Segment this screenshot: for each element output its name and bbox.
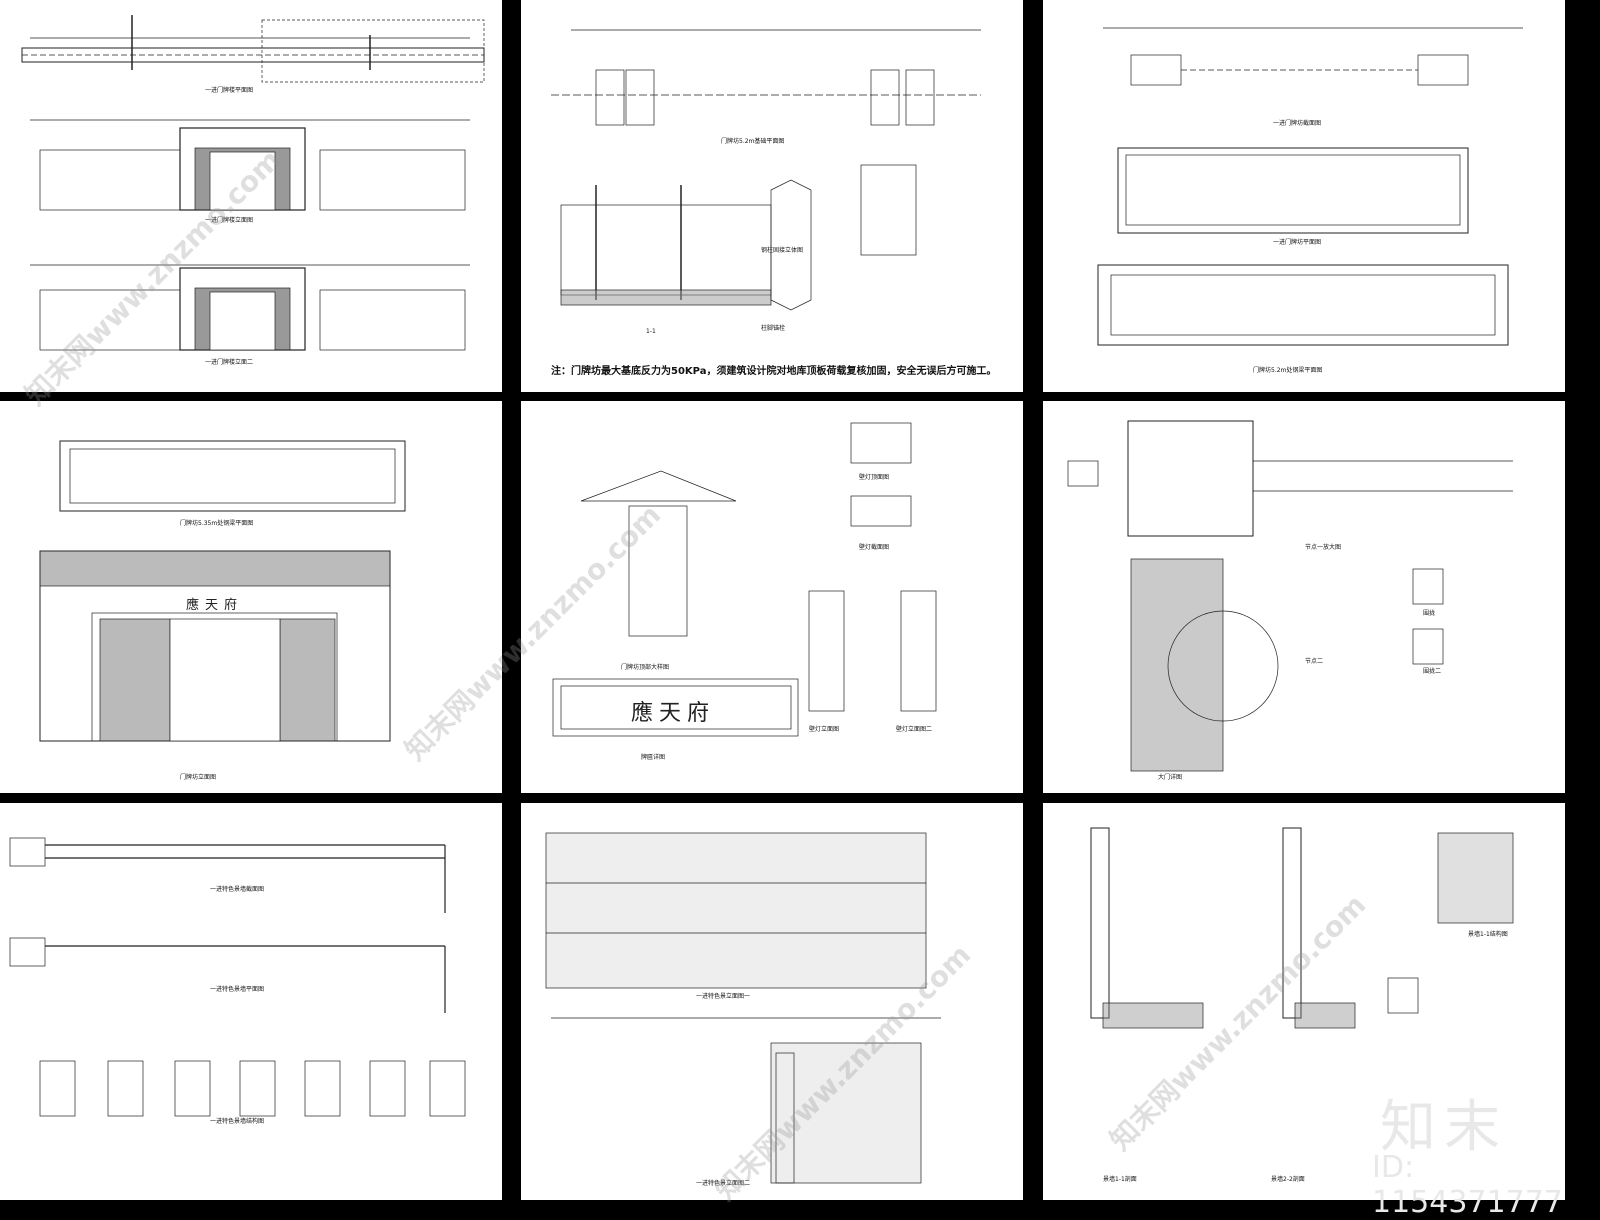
drawing-sheet-9: 景墙1-1剖面 景墙2-2剖面 景墙1-1结构图 (1090, 827, 1514, 1183)
sheet-5: 门牌坊顶部大样图 牌匾详图 壁灯顶面图 壁灯截面图 壁灯立面图 壁灯立面图二 應… (521, 401, 1023, 793)
caption-s7-3: 一进特色景墙结构图 (210, 1117, 264, 1125)
caption-s5-3: 壁灯顶面图 (859, 473, 889, 481)
caption-s3-1: 一进门牌坊截面图 (1273, 119, 1321, 127)
sheet-3: 一进门牌坊截面图 一进门牌坊平面图 门牌坊5.2m处钢梁平面图 (1043, 0, 1565, 392)
caption-s3-3: 门牌坊5.2m处钢梁平面图 (1253, 366, 1322, 374)
caption-s5-1: 门牌坊顶部大样图 (621, 663, 669, 671)
caption-s2-3: 1-1 (646, 328, 656, 335)
drawing-sheet-7: 一进特色景墙截面图 一进特色景墙平面图 一进特色景墙结构图 (9, 837, 466, 1125)
sheet-7: 一进特色景墙截面图 一进特色景墙平面图 一进特色景墙结构图 (0, 803, 502, 1200)
caption-s2-2: 钢柱固接立体图 (761, 246, 803, 254)
brand-logo: 知末 (1380, 1095, 1508, 1160)
sheet-6: 节点一放大图 大门详图 节点二 围拢 围拢二 (1043, 401, 1565, 793)
caption-s8-1: 一进特色景立面图一 (696, 992, 750, 1000)
caption-s4-2: 门牌坊立面图 (180, 773, 216, 781)
drawing-sheet-6: 节点一放大图 大门详图 节点二 围拢 围拢二 (1067, 420, 1513, 781)
foundation-note: 注：门牌坊最大基底反力为50KPa，须建筑设计院对地库顶板荷载复核加固，安全无误… (551, 366, 997, 377)
caption-s5-4: 壁灯截面图 (859, 543, 889, 551)
plaque-text-s5: 應天府 (631, 701, 716, 726)
caption-s6-2: 大门详图 (1158, 773, 1182, 781)
drawing-sheet-2: 门牌坊5.2m基础平面图 钢柱固接立体图 1-1 柱脚锚栓 (551, 29, 981, 335)
drawing-sheet-3: 一进门牌坊截面图 一进门牌坊平面图 门牌坊5.2m处钢梁平面图 (1097, 27, 1523, 374)
caption-s6-5: 围拢二 (1423, 667, 1441, 675)
caption-s9-3: 景墙1-1结构图 (1468, 930, 1508, 938)
caption-s5-5: 壁灯立面图 (809, 725, 839, 733)
caption-s1-2: 一进门牌楼立面图 (205, 216, 253, 224)
caption-s7-2: 一进特色景墙平面图 (210, 985, 264, 993)
caption-s6-1: 节点一放大图 (1305, 543, 1341, 551)
drawing-sheet-8: 一进特色景立面图一 一进特色景立面图二 (545, 832, 941, 1187)
caption-s8-2: 一进特色景立面图二 (696, 1179, 750, 1187)
sheet-1: 一进门牌楼平面图 一进门牌楼立面图 一进门牌楼立面二 (0, 0, 502, 392)
sheet-9: 景墙1-1剖面 景墙2-2剖面 景墙1-1结构图 (1043, 803, 1565, 1200)
caption-s1-1: 一进门牌楼平面图 (205, 86, 253, 94)
sheet-2: 门牌坊5.2m基础平面图 钢柱固接立体图 1-1 柱脚锚栓 注：门牌坊最大基底反… (521, 0, 1023, 392)
drawing-sheet-4: 门牌坊5.35m处钢梁平面图 门牌坊立面图 (39, 440, 406, 781)
caption-s3-2: 一进门牌坊平面图 (1273, 238, 1321, 246)
caption-s6-4: 围拢 (1423, 609, 1435, 617)
drawing-sheet-1: 一进门牌楼平面图 一进门牌楼立面图 一进门牌楼立面二 (21, 15, 485, 366)
caption-s9-2: 景墙2-2剖面 (1271, 1175, 1305, 1183)
caption-s5-6: 壁灯立面图二 (896, 725, 932, 733)
caption-s2-4: 柱脚锚栓 (761, 324, 785, 332)
caption-s4-1: 门牌坊5.35m处钢梁平面图 (180, 519, 253, 527)
sheet-8: 一进特色景立面图一 一进特色景立面图二 (521, 803, 1023, 1200)
caption-s9-1: 景墙1-1剖面 (1103, 1175, 1137, 1183)
caption-s1-3: 一进门牌楼立面二 (205, 358, 253, 366)
plaque-text-s4: 應天府 (186, 598, 244, 613)
id-label: ID: 1154371777 (1372, 1150, 1563, 1220)
drawing-sheet-5: 门牌坊顶部大样图 牌匾详图 壁灯顶面图 壁灯截面图 壁灯立面图 壁灯立面图二 (552, 422, 937, 761)
caption-s7-1: 一进特色景墙截面图 (210, 885, 264, 893)
caption-s5-2: 牌匾详图 (641, 753, 665, 761)
caption-s2-1: 门牌坊5.2m基础平面图 (721, 137, 784, 145)
sheet-4: 门牌坊5.35m处钢梁平面图 门牌坊立面图 應天府 (0, 401, 502, 793)
caption-s6-3: 节点二 (1305, 657, 1323, 665)
